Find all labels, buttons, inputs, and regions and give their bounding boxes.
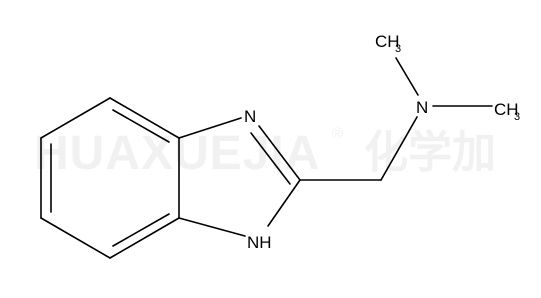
bond	[380, 116, 418, 181]
bond-c-n-double-second	[250, 132, 291, 185]
bond	[40, 97, 111, 139]
methyl-top-label: CH	[375, 32, 400, 51]
watermark-latin: HUAXUEJIA	[34, 127, 320, 180]
imidazole-ring	[178, 117, 301, 237]
watermark-cjk: 化学加	[364, 127, 496, 178]
bond	[109, 217, 180, 259]
methyl-top-subscript: 3	[395, 43, 401, 55]
side-chain	[299, 57, 493, 181]
bond-c-n-double	[258, 125, 301, 181]
double-bond-inner	[112, 109, 170, 143]
bond	[40, 217, 111, 259]
benzene-ring	[40, 97, 180, 259]
bond	[178, 217, 246, 237]
bond	[267, 179, 301, 227]
atom-n-amine: N	[416, 98, 428, 117]
bond	[395, 57, 419, 96]
atom-n-imine: N	[244, 107, 256, 126]
methyl-right-subscript: 3	[514, 111, 520, 123]
bond	[178, 117, 242, 139]
watermark-registered: ®	[332, 125, 343, 142]
atom-nh: NH	[247, 233, 272, 252]
methyl-right-label: CH	[494, 100, 519, 119]
double-bond-inner	[112, 213, 170, 247]
methyl-top: CH 3	[375, 32, 401, 55]
methyl-right: CH 3	[494, 100, 520, 123]
bond	[109, 97, 180, 139]
